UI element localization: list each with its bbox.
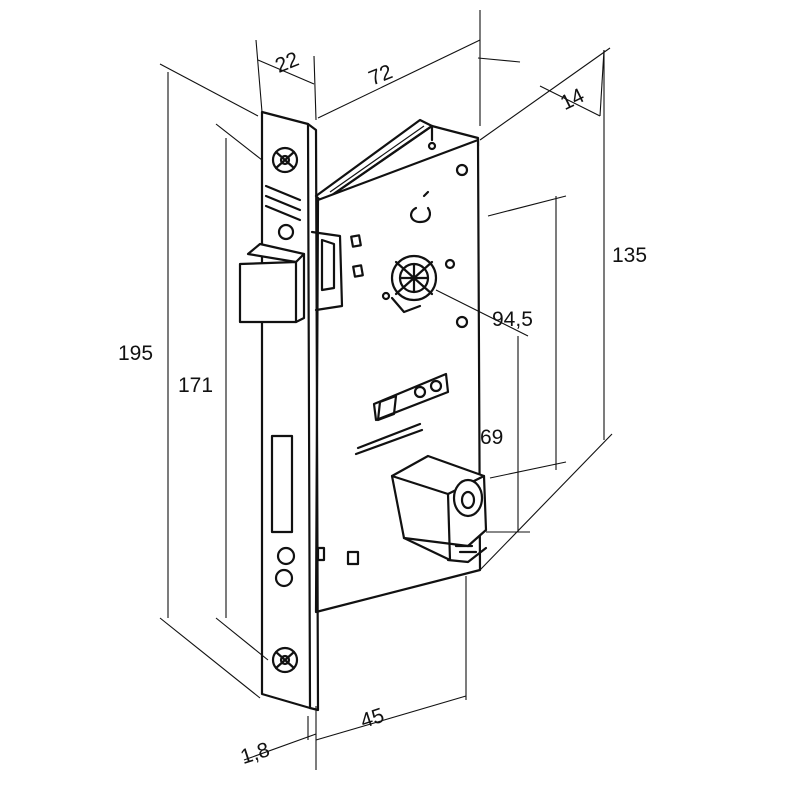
dimension-45: 45	[358, 704, 387, 733]
dimension-14: 14	[557, 84, 588, 115]
faceplate-top-screw-icon	[271, 146, 299, 174]
faceplate-bottom-screw-icon	[271, 646, 299, 674]
dimension-1-8: 1,8	[238, 738, 273, 769]
dimension-94-5: 94,5	[492, 308, 533, 331]
dimension-lines	[159, 10, 613, 770]
latch-bolt	[238, 230, 344, 324]
dimension-171: 171	[178, 374, 213, 397]
dimension-69: 69	[480, 426, 503, 449]
faceplate	[260, 110, 320, 712]
cylinder-cam	[390, 454, 488, 564]
dimension-135: 135	[612, 244, 647, 267]
dimension-72: 72	[365, 60, 395, 90]
dimension-22: 22	[272, 48, 302, 78]
dimension-195: 195	[118, 342, 153, 365]
lever-detail	[354, 372, 450, 456]
bolt-slot	[270, 434, 294, 534]
follower-hub	[381, 190, 456, 314]
